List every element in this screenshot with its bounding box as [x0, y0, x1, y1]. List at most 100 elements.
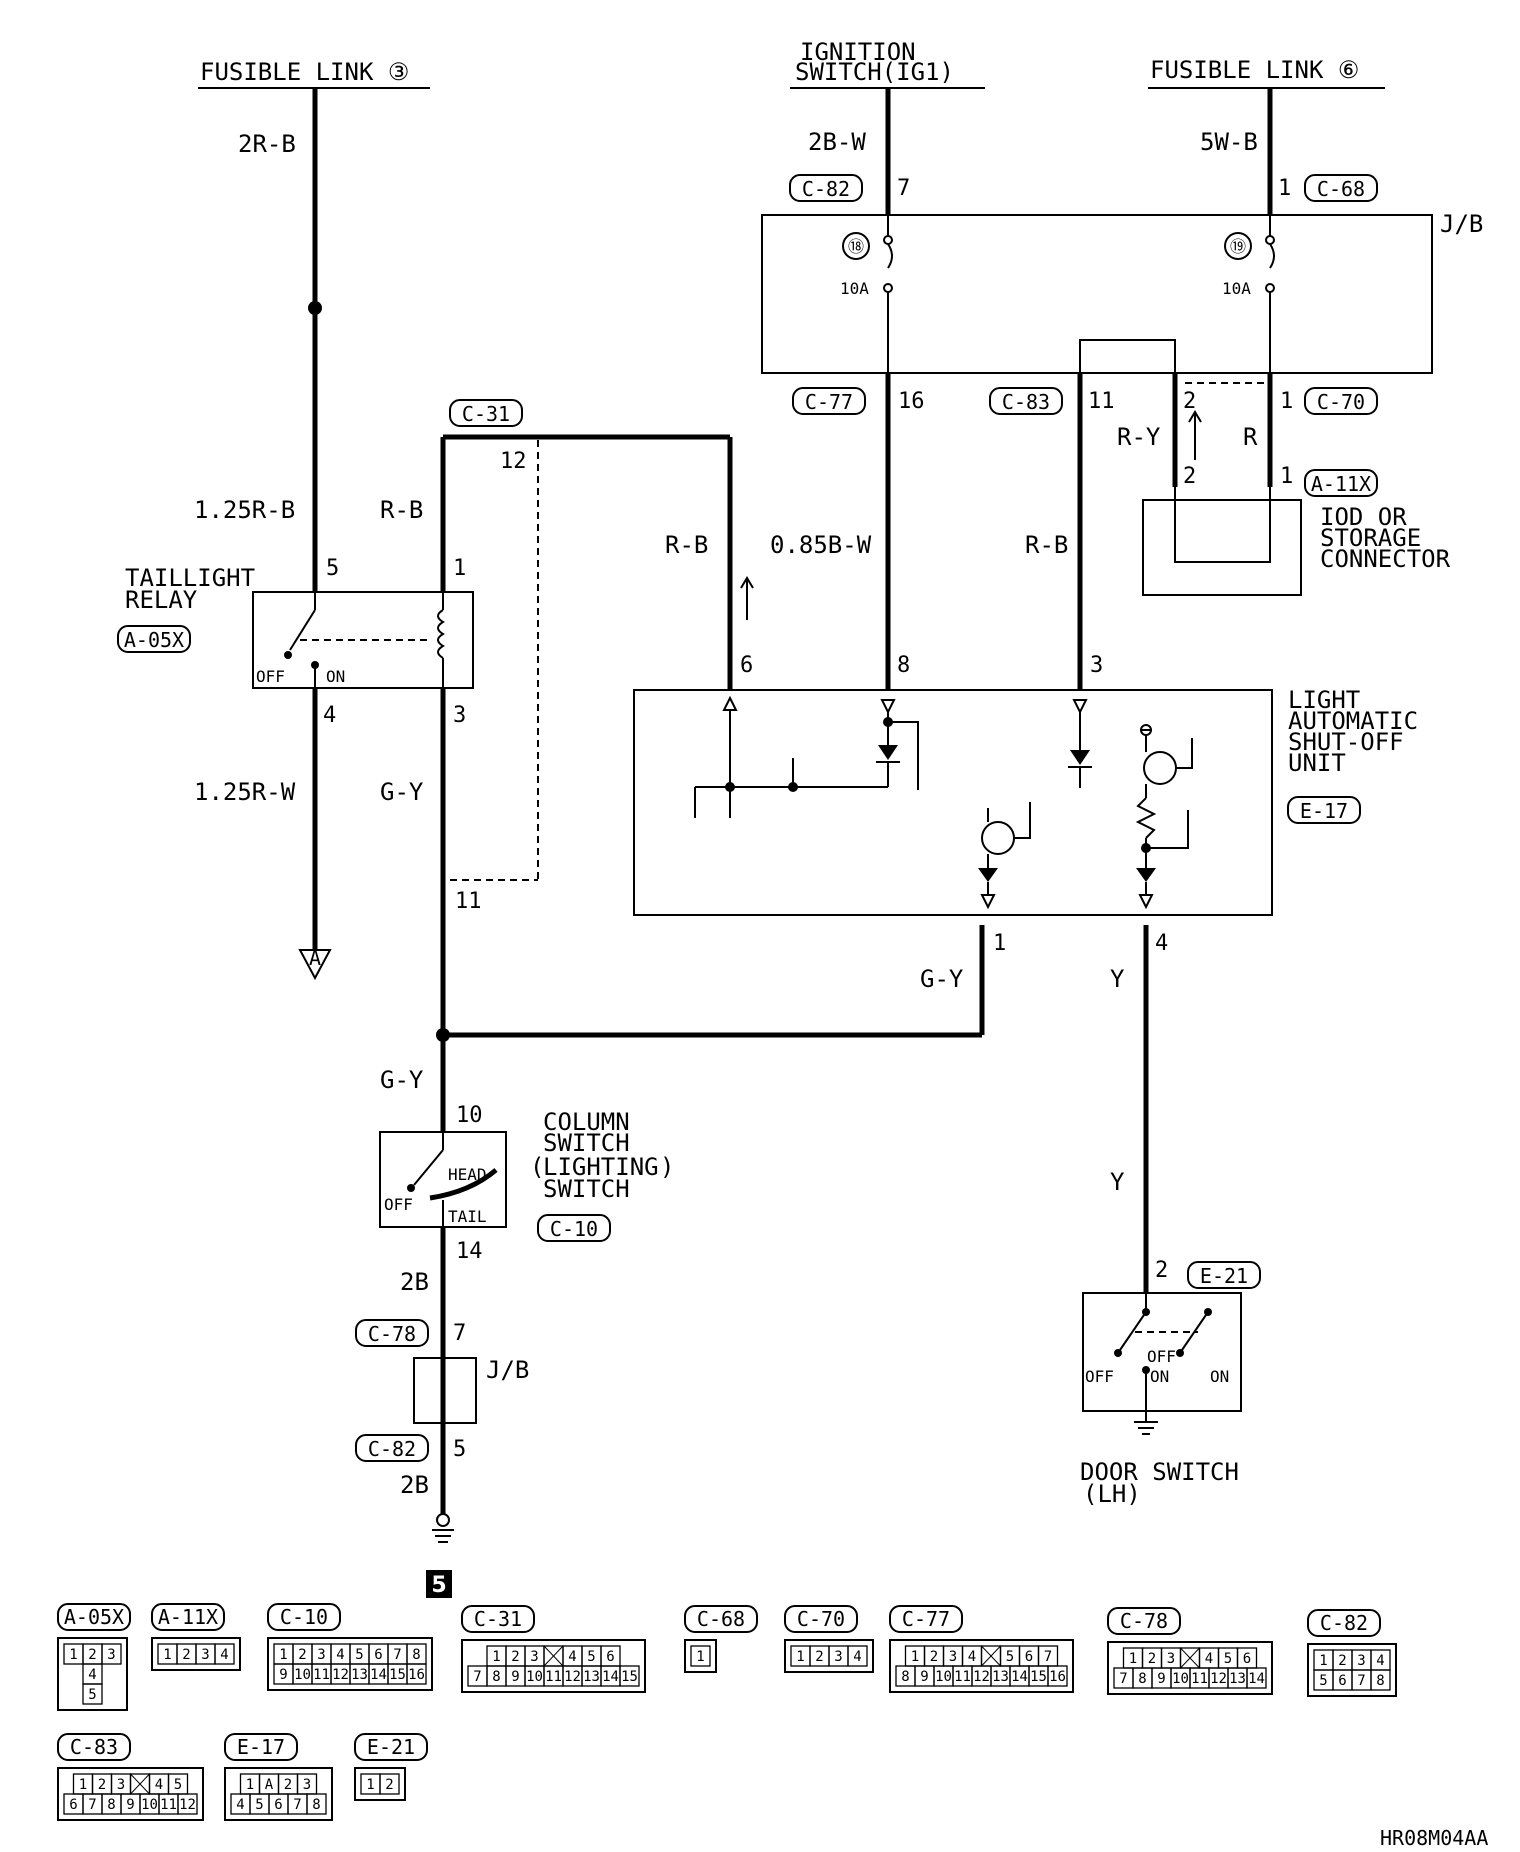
connector-pin-number: 9 — [126, 1797, 134, 1813]
taillight-relay-label-2: RELAY — [125, 586, 198, 614]
connector-pin-number: 6 — [1243, 1651, 1251, 1667]
connector-pin-number: 1 — [696, 1649, 704, 1665]
connector-a11x-label: A-11X — [1311, 472, 1371, 496]
connector-pin-number: 2 — [1338, 1653, 1346, 1669]
connector-pin-number: 5 — [355, 1647, 363, 1663]
connector-pin-number: 3 — [117, 1777, 125, 1793]
connector-pin-number: 8 — [312, 1797, 320, 1813]
connector-pin-number: 4 — [1376, 1653, 1384, 1669]
wire-label-5wb: 5W-B — [1200, 128, 1258, 156]
connector-pin-number: 5 — [88, 1687, 96, 1703]
unit-diode-1 — [878, 745, 898, 760]
pin-relay-5: 5 — [326, 556, 339, 581]
connector-pin-number: 15 — [1030, 1669, 1047, 1685]
connector-pin-number: 2 — [284, 1777, 292, 1793]
connector-pin-cell — [847, 1645, 868, 1667]
connector-pin-number: 3 — [530, 1649, 538, 1665]
pin-c83-11: 11 — [1088, 389, 1115, 414]
connector-face-tag — [461, 1605, 535, 1633]
connector-pin-number: 14 — [1248, 1671, 1265, 1687]
connector-pin-number: 8 — [901, 1669, 909, 1685]
connector-c68-label: C-68 — [1317, 177, 1365, 201]
ground-terminal — [436, 1513, 450, 1527]
connector-pin-number: 12 — [179, 1797, 196, 1813]
svg-text:(: ( — [530, 1153, 544, 1181]
pin-c77-16: 16 — [898, 389, 925, 414]
connector-pin-number: 15 — [621, 1669, 638, 1685]
connector-c68-tag — [1304, 174, 1378, 202]
connector-c82-bottom-label: C-82 — [368, 1437, 416, 1461]
jb-top-label: J/B — [1440, 210, 1483, 238]
connector-pin-number: 9 — [920, 1669, 928, 1685]
connector-pin-number: 8 — [1376, 1673, 1384, 1689]
pin-c70-1: 1 — [1280, 389, 1293, 414]
pin-c31-11: 11 — [455, 889, 482, 914]
connector-c70-tag — [1304, 387, 1378, 415]
connector-pin-number: 4 — [88, 1667, 96, 1683]
current-arrow-iod — [1188, 410, 1202, 423]
connector-pin-number: 4 — [568, 1649, 576, 1665]
ground-ref-badge — [426, 1570, 452, 1598]
wire-label-2b-bottom: 2B — [400, 1471, 429, 1499]
connector-blank-pin — [1180, 1647, 1200, 1669]
unit-diode-2 — [1070, 750, 1090, 765]
connector-pin-cell — [619, 1665, 640, 1687]
pin-unit-8: 8 — [897, 653, 910, 678]
unit-label-3: SHUT-OFF — [1288, 728, 1404, 756]
connector-pin-number: 10 — [294, 1667, 311, 1683]
pin-relay-3: 3 — [453, 703, 466, 728]
connector-face-label: E-21 — [367, 1735, 415, 1759]
connector-pin-number: 7 — [393, 1647, 401, 1663]
connector-c82-top-tag — [789, 174, 863, 202]
connector-face-label: E-17 — [237, 1735, 285, 1759]
ignition-switch-label-2: SWITCH(IG1) — [795, 58, 954, 86]
unit-label-2: AUTOMATIC — [1288, 707, 1418, 735]
connector-pin-number: 5 — [1224, 1651, 1232, 1667]
connector-pin-cell — [690, 1645, 711, 1667]
wire-label-2b-top: 2B — [400, 1268, 429, 1296]
connector-pin-number: 3 — [834, 1649, 842, 1665]
unit-diode-4 — [978, 868, 998, 882]
col-tail-label: TAIL — [448, 1207, 487, 1226]
connector-pin-number: 1 — [69, 1647, 77, 1663]
connector-pin-number: 2 — [1148, 1651, 1156, 1667]
connector-face-label: C-31 — [474, 1607, 522, 1631]
connector-pin-number: 3 — [949, 1649, 957, 1665]
connector-c78-tag — [355, 1319, 429, 1347]
connector-pin-number: 5 — [1006, 1649, 1014, 1665]
connector-pin-number: 1 — [279, 1647, 287, 1663]
connector-pin-number: 8 — [1138, 1671, 1146, 1687]
connector-pin-cell — [82, 1683, 103, 1705]
connector-face-body — [461, 1639, 646, 1693]
connector-pin-number: 1 — [366, 1777, 374, 1793]
connector-pin-number: 1 — [1319, 1653, 1327, 1669]
connector-pin-number: 4 — [220, 1647, 228, 1663]
unit-label-1: LIGHT — [1288, 686, 1360, 714]
wire-label-gy-col: G-Y — [380, 1066, 424, 1094]
connector-pin-number: 2 — [930, 1649, 938, 1665]
connector-face-body — [784, 1639, 874, 1673]
connector-pin-number: 16 — [1049, 1669, 1066, 1685]
column-switch-label-1: COLUMN — [543, 1108, 630, 1136]
connector-pin-number: 9 — [1157, 1671, 1165, 1687]
connector-pin-number: 12 — [564, 1669, 581, 1685]
pin-c82-7: 7 — [897, 176, 910, 201]
connector-c31-label: C-31 — [462, 402, 510, 426]
connector-face-label: C-70 — [797, 1607, 845, 1631]
pin-c70-2: 2 — [1183, 389, 1196, 414]
door-off-1: OFF — [1085, 1367, 1114, 1386]
wire-label-rb-relay: R-B — [380, 496, 423, 524]
fuse-18-label: ⑱ — [848, 237, 864, 256]
connector-pin-number: 1 — [911, 1649, 919, 1665]
jb-bottom-label: J/B — [486, 1356, 529, 1384]
wire-label-gy-relay: G-Y — [380, 778, 424, 806]
pin-a11-1: 1 — [1280, 464, 1293, 489]
connector-pin-number: 3 — [1167, 1651, 1175, 1667]
connector-a05x-tag — [117, 625, 191, 653]
connector-pin-cell — [1246, 1667, 1267, 1689]
connector-face-label: C-77 — [902, 1607, 950, 1631]
